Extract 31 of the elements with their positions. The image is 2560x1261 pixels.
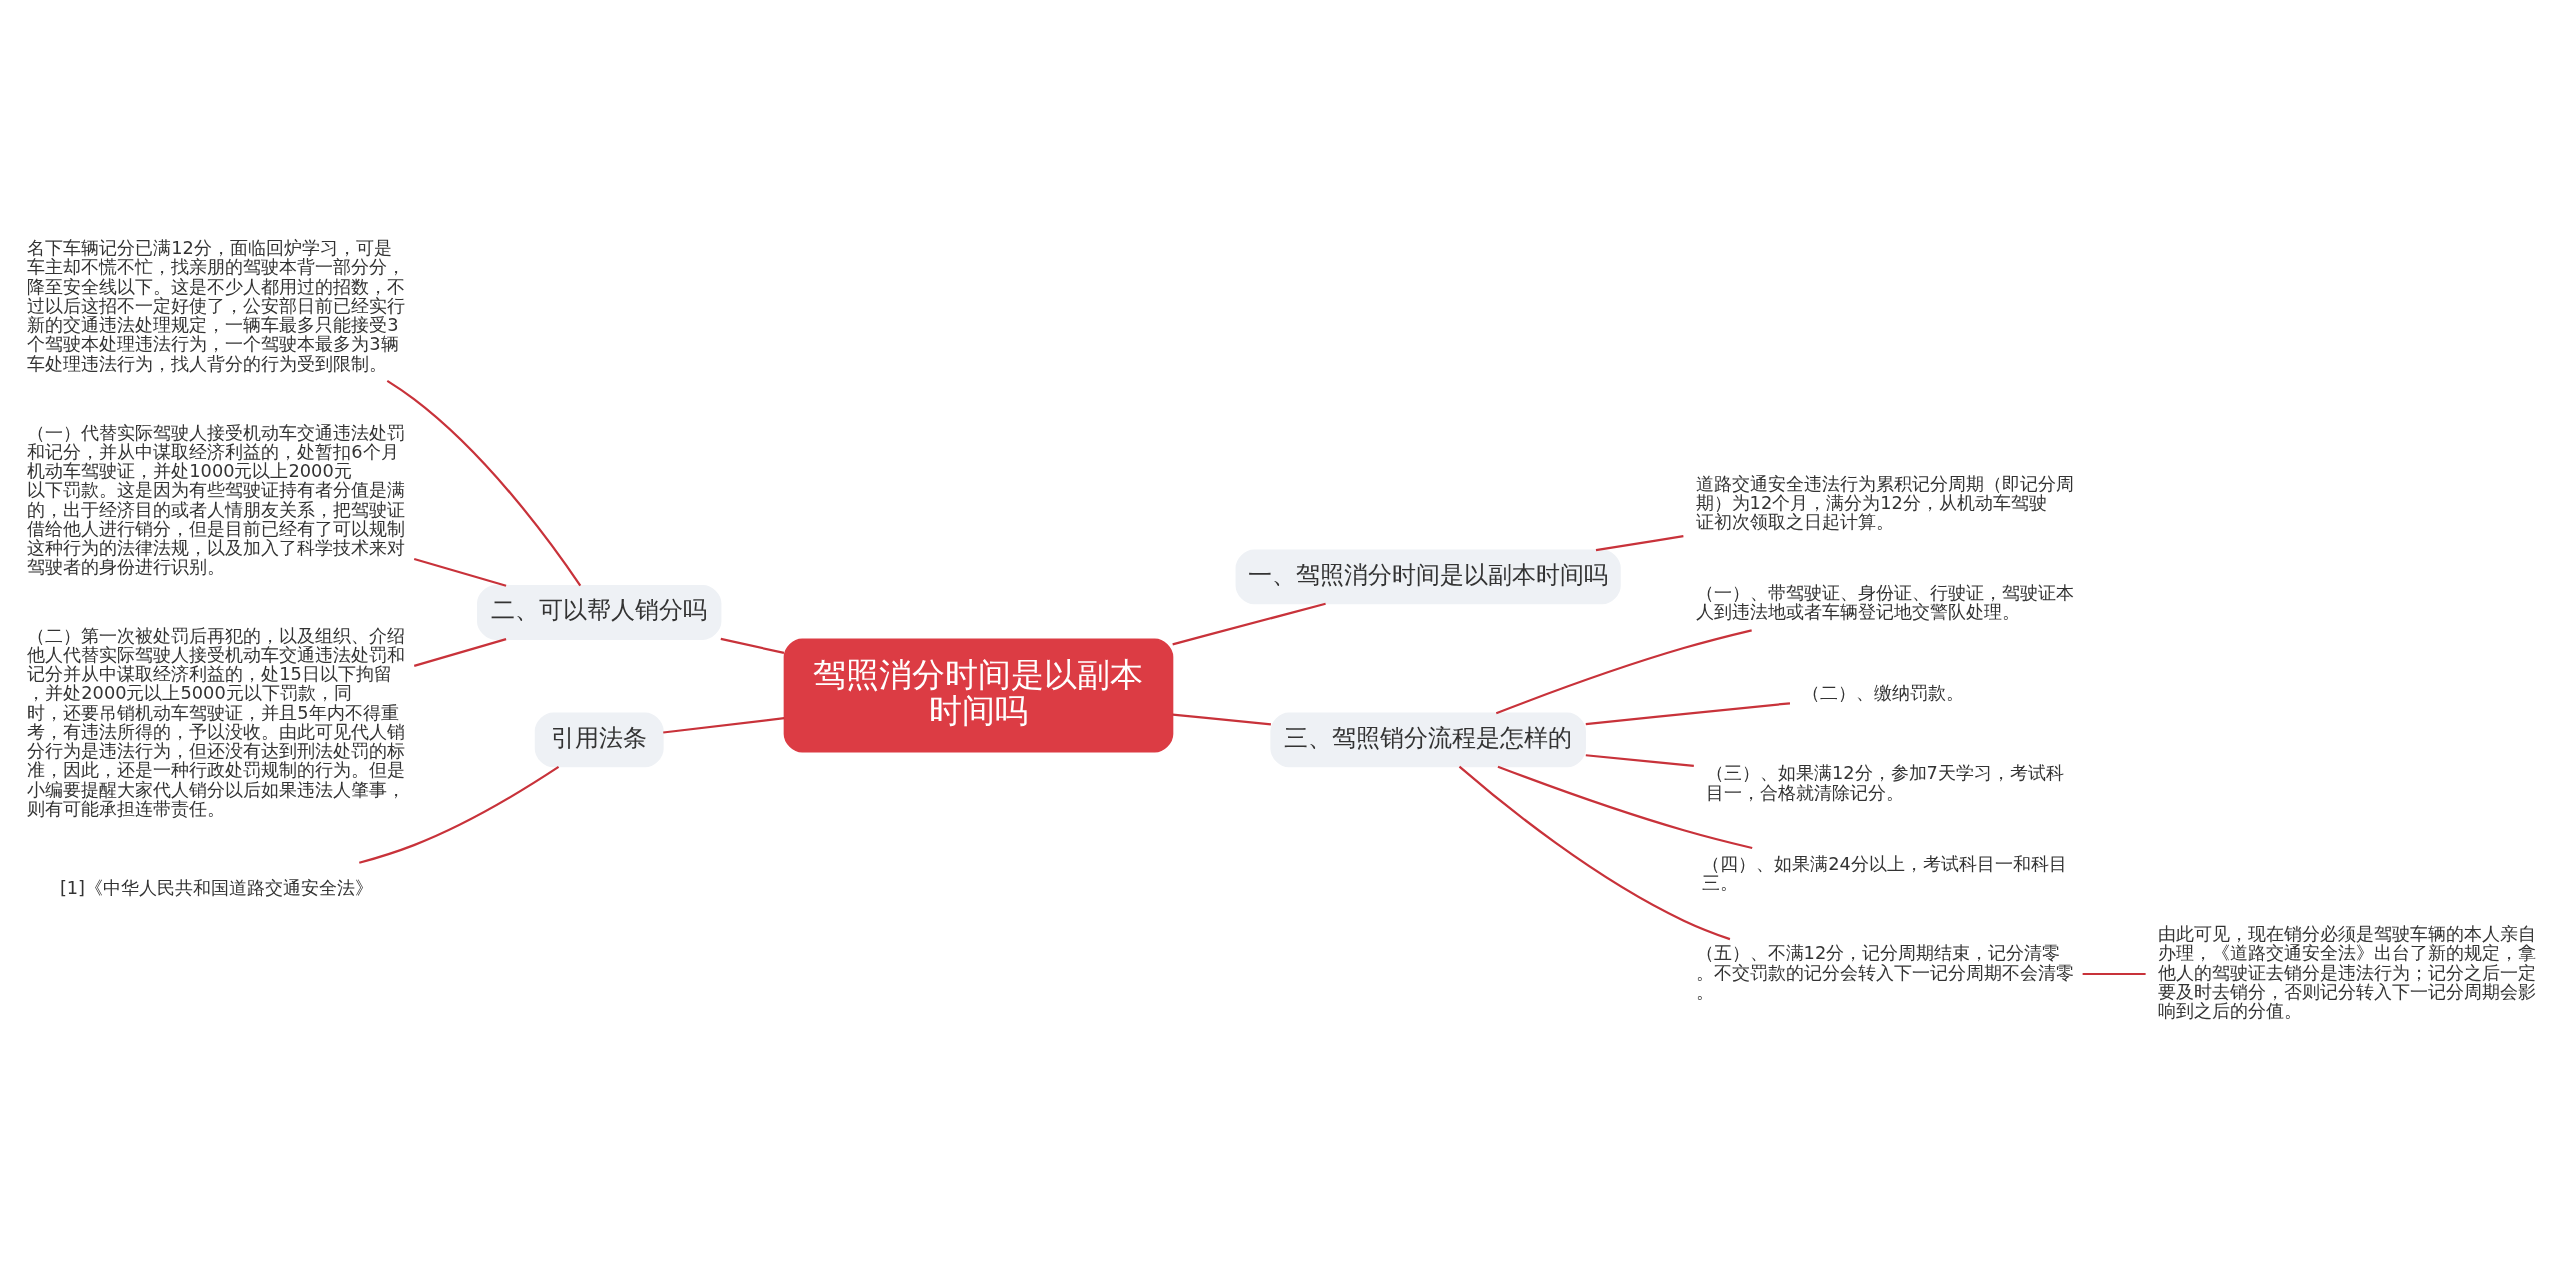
connector: [663, 716, 785, 734]
connector: [386, 379, 582, 586]
connector: [720, 637, 785, 654]
connector: [1595, 534, 1684, 551]
connector: [1585, 701, 1791, 725]
node-box: 驾照消分时间是以副本时间吗: [783, 637, 1174, 752]
node-box: 二、可以帮人销分吗: [476, 584, 722, 640]
node-box: 三、驾照销分流程是怎样的: [1270, 712, 1586, 767]
connector: [358, 765, 560, 864]
connector: [1585, 753, 1694, 767]
node-box: 引用法条: [534, 712, 664, 767]
connector: [1172, 602, 1326, 645]
node-text: （三）、如果满12分，参加7天学习，考试科目一，合格就清除记分。: [1705, 762, 2064, 803]
node-text: （二）第一次被处罚后再犯的，以及组织、介绍他人代替实际驾驶人接受机动车交通违法处罚和记分并从中谋取经济利益的，处15日以下拘留，并处2000元以上5000元以下罚款，同时，还要吊销机动车驾驶证，并且5年内不得重考，有违法所得的，予以没收。由此可见代人销分行为是违法行为，但还没有达到刑法处罚的标准，因此，还是一种行政处罚规制的行为。但是小编要提醒大家代人销分以后如果违法人肇事，则有可能承担连带责任。: [27, 625, 406, 819]
node-text: 道路交通安全违法行为累积记分周期（即记分周期）为12个月，满分为12分，从机动车驾驶证初次领取之日起计算。: [1695, 473, 2074, 532]
connector: [2082, 972, 2146, 975]
node-text: 名下车辆记分已满12分，面临回炉学习，可是车主却不慌不忙，找亲朋的驾驶本背一部分分，降至安全线以下。这是不少人都用过的招数，不过以后这招不一定好使了，公安部日前已经实行新的交通违法处理规定，一辆车最多只能接受3个驾驶本处理违法行为，一个驾驶本最多为3辆车处理违法行为，找人背分的行为受到限制。: [27, 237, 406, 374]
node-text: 由此可见，现在销分必须是驾驶车辆的本人亲自办理，《道路交通安全法》出台了新的规定，拿他人的驾驶证去销分是违法行为；记分之后一定要及时去销分，否则记分转入下一记分周期会影响到之后的分值。: [2157, 923, 2536, 1021]
node-text: [1]《中华人民共和国道路交通安全法》: [59, 877, 374, 898]
connector: [1172, 713, 1272, 725]
node-text: （一）、带驾驶证、身份证、行驶证，驾驶证本人到违法地或者车辆登记地交警队处理。: [1695, 582, 2074, 622]
connector: [1497, 765, 1753, 849]
node-text: （五）、不满12分，记分周期结束，记分清零。不交罚款的记分会转入下一记分周期不会清零。: [1695, 942, 2074, 1002]
connector: [413, 557, 507, 587]
connector: [413, 637, 507, 667]
connector: [1495, 628, 1752, 714]
node-text: （一）代替实际驾驶人接受机动车交通违法处罚和记分，并从中谋取经济利益的，处暂扣6个月机动车驾驶证，并处1000元以上2000元以下罚款。这是因为有些驾驶证持有者分值是满的，出于经济目的或者人情朋友关系，把驾驶证借给他人进行销分，但是目前已经有了可以规制这种行为的法律法规，以及加入了科学技术来对驾驶者的身份进行识别。: [27, 422, 406, 577]
node-text: （二）、缴纳罚款。: [1802, 682, 1965, 703]
node-text: （四）、如果满24分以上，考试科目一和科目三。: [1702, 853, 2067, 893]
connector: [1458, 765, 1731, 940]
node-box: 一、驾照消分时间是以副本时间吗: [1235, 549, 1621, 604]
